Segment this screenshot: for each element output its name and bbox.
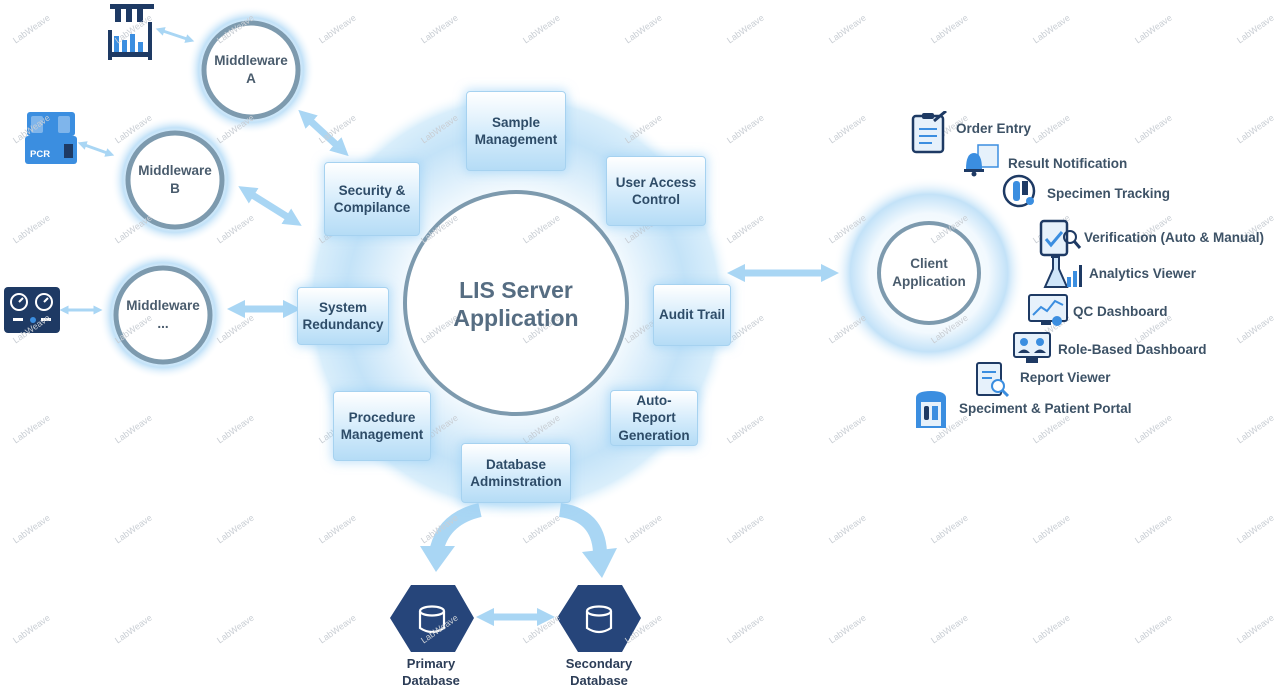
feature-role-based-dashboard[interactable]: Role-Based Dashboard [1012,329,1207,369]
feature-analytics-viewer[interactable]: Analytics Viewer [1043,253,1196,293]
module-sample-management[interactable]: Sample Management [466,91,566,171]
middleware-more-label: Middleware ... [126,298,200,331]
arrow-middleware-a-to-server [298,109,349,157]
feature-label: Speciment & Patient Portal [959,400,1132,416]
test-tube-rack-icon [108,4,154,60]
feature-patient-portal[interactable]: Speciment & Patient Portal [913,388,1132,428]
feature-label: Verification (Auto & Manual) [1084,229,1265,245]
module-audit-trail[interactable]: Audit Trail [653,284,731,346]
module-system-redundancy[interactable]: System Redundancy [297,287,389,345]
feature-label: QC Dashboard [1073,303,1168,319]
bell-notification-icon [962,143,1002,183]
secondary-db-hexagon [557,585,641,652]
specimen-tube-icon [1001,173,1041,213]
feature-result-notification[interactable]: Result Notification [962,143,1127,183]
lis-server-title: LIS Server Application [453,277,579,331]
feature-verification[interactable]: Verification (Auto & Manual) [1038,217,1264,257]
feature-order-entry[interactable]: Order Entry [910,109,1032,154]
arrow-middleware-b-to-server [238,186,302,226]
verification-clipboard-icon [1038,217,1082,257]
arrow-to-secondary-db [558,503,607,553]
feature-label: Role-Based Dashboard [1058,341,1207,357]
middleware-b-circle [125,130,225,230]
pcr-machine-icon: PCR [25,112,77,164]
pcr-label: PCR [30,149,50,160]
feature-label: Report Viewer [1020,369,1111,385]
primary-database-label: Primary Database [402,656,460,688]
module-procedure-management[interactable]: Procedure Management [333,391,431,461]
middleware-more-circle [113,265,213,365]
connector-device-a [155,27,195,43]
connector-device-b [77,141,115,157]
middleware-b-label: Middleware B [138,163,212,196]
arrow-to-primary-db [430,503,482,551]
report-search-icon [974,360,1014,400]
lab-analyzer-icon [4,287,60,333]
feature-label: Order Entry [956,120,1032,136]
secondary-database-label: Secondary Database [565,656,633,688]
feature-qc-dashboard[interactable]: QC Dashboard [1027,291,1168,331]
module-user-access-control[interactable]: User Access Control [606,156,706,226]
feature-report-viewer[interactable]: Report Viewer [974,360,1111,400]
client-circle [877,221,981,325]
feature-label: Result Notification [1008,155,1128,171]
role-dashboard-icon [1012,329,1052,369]
clipboard-icon [910,109,950,154]
module-auto-report-generation[interactable]: Auto- Report Generation [610,390,698,446]
arrow-head-primary-db [420,546,455,572]
analytics-flask-icon [1043,253,1083,293]
feature-specimen-tracking[interactable]: Specimen Tracking [1001,173,1170,213]
middleware-a-label: Middleware A [214,53,288,86]
middleware-a-circle [201,20,301,120]
arrow-head-secondary-db [582,548,617,578]
module-database-administration[interactable]: Database Adminstration [461,443,571,503]
feature-label: Specimen Tracking [1047,185,1171,201]
module-security-compliance[interactable]: Security & Compilance [324,162,420,236]
patient-portal-icon [913,388,953,428]
qc-chart-icon [1027,291,1068,331]
client-application-label: Client Application [892,256,966,289]
feature-label: Analytics Viewer [1089,265,1197,281]
lis-center-circle [403,190,629,416]
primary-db-hexagon [390,585,474,652]
